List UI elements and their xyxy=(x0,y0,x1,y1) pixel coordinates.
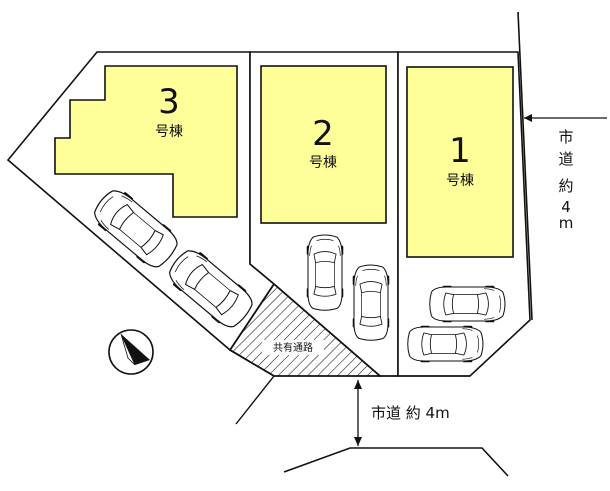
car-icon xyxy=(306,234,344,311)
building-1-number: 1 xyxy=(449,131,471,171)
east-road-label-char: 市 xyxy=(558,128,573,146)
car-icon xyxy=(407,325,484,363)
east-road-label: 市 道 約 4 m xyxy=(558,128,573,232)
building-2-number: 2 xyxy=(312,114,334,154)
east-road-width-arrow xyxy=(524,114,607,122)
shared-passage-label-bg xyxy=(262,340,324,355)
building-3-label: 号棟 xyxy=(155,124,183,140)
shared-passage-label: 共有通路 xyxy=(273,341,313,354)
car-icon xyxy=(429,285,506,323)
building-2-label: 号棟 xyxy=(309,155,337,171)
east-road-label-char: m xyxy=(559,214,574,232)
building-1-label: 号棟 xyxy=(446,173,474,189)
east-road-label-char: 4 xyxy=(561,198,571,216)
road-east xyxy=(517,11,533,321)
north-arrow-icon xyxy=(108,329,154,375)
building-3-number: 3 xyxy=(158,82,180,122)
building-3 xyxy=(54,65,238,218)
building-2 xyxy=(260,65,387,224)
car-icon xyxy=(352,264,390,341)
east-road-label-char: 約 xyxy=(558,177,573,195)
building-1 xyxy=(406,66,514,258)
road-south-curb xyxy=(283,447,509,477)
south-road-width-arrow xyxy=(354,380,362,446)
south-road-label: 市道 約 4m xyxy=(371,404,450,422)
east-road-label-char: 道 xyxy=(558,150,573,168)
